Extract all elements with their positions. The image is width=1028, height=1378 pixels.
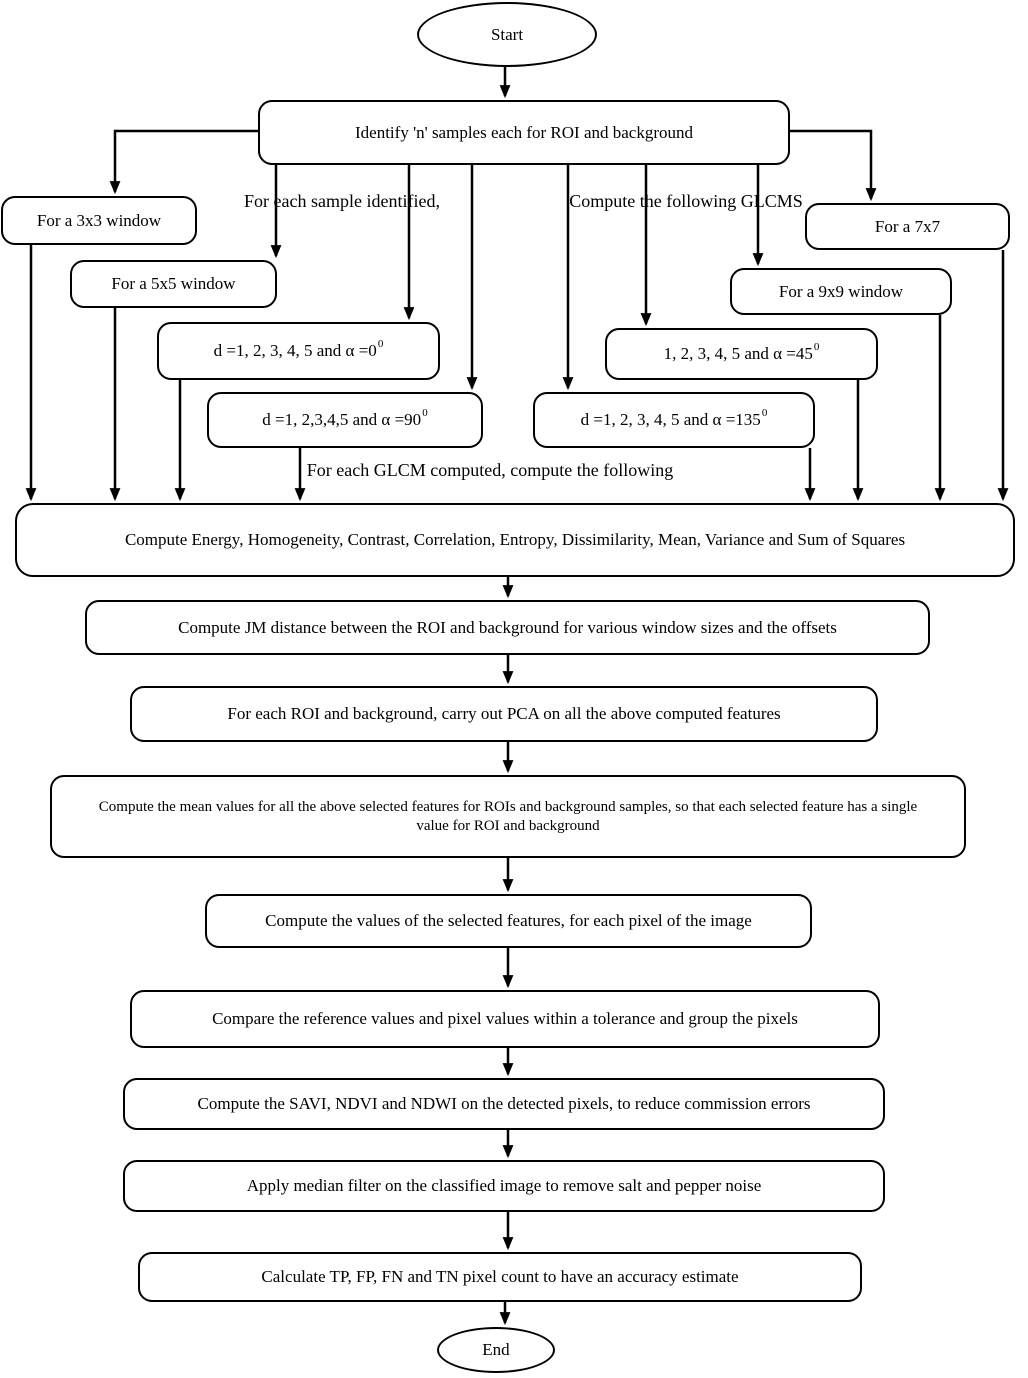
node-jm-distance: Compute JM distance between the ROI and …	[85, 600, 930, 655]
node-window-5x5: For a 5x5 window	[70, 260, 277, 308]
offset-0deg-text: d =1, 2, 3, 4, 5 and α =0	[213, 341, 377, 361]
offset-135deg-superscript: 0	[761, 407, 768, 420]
node-window-9x9: For a 9x9 window	[730, 268, 952, 315]
offset-0deg-superscript: 0	[377, 338, 384, 351]
node-accuracy-estimate: Calculate TP, FP, FN and TN pixel count …	[138, 1252, 862, 1302]
edge-identify-win3	[109, 129, 258, 195]
offset-135deg-text: d =1, 2, 3, 4, 5 and α =135	[580, 410, 761, 430]
node-savi-ndvi-ndwi: Compute the SAVI, NDVI and NDWI on the d…	[123, 1078, 885, 1130]
node-end: End	[437, 1327, 555, 1373]
node-mean-values: Compute the mean values for all the abov…	[50, 775, 966, 858]
label-compute-glcms: Compute the following GLCMS	[569, 191, 803, 211]
node-start: Start	[417, 2, 597, 67]
node-pca: For each ROI and background, carry out P…	[130, 686, 878, 742]
node-window-7x7: For a 7x7	[805, 203, 1010, 250]
offset-90deg-text: d =1, 2,3,4,5 and α =90	[262, 410, 422, 430]
node-identify-samples: Identify 'n' samples each for ROI and ba…	[258, 100, 790, 165]
offset-45deg-superscript: 0	[813, 341, 820, 354]
node-compute-features: Compute Energy, Homogeneity, Contrast, C…	[15, 503, 1015, 577]
node-pixel-values: Compute the values of the selected featu…	[205, 894, 812, 948]
node-window-3x3: For a 3x3 window	[1, 196, 197, 245]
offset-90deg-superscript: 0	[422, 407, 428, 420]
node-median-filter: Apply median filter on the classified im…	[123, 1160, 885, 1212]
node-compare-tolerance: Compare the reference values and pixel v…	[130, 990, 880, 1048]
label-for-each-sample: For each sample identified,	[244, 191, 440, 211]
offset-45deg-text: 1, 2, 3, 4, 5 and α =45	[663, 344, 813, 364]
label-for-each-glcm: For each GLCM computed, compute the foll…	[306, 460, 674, 480]
edge-identify-win7	[790, 129, 877, 202]
